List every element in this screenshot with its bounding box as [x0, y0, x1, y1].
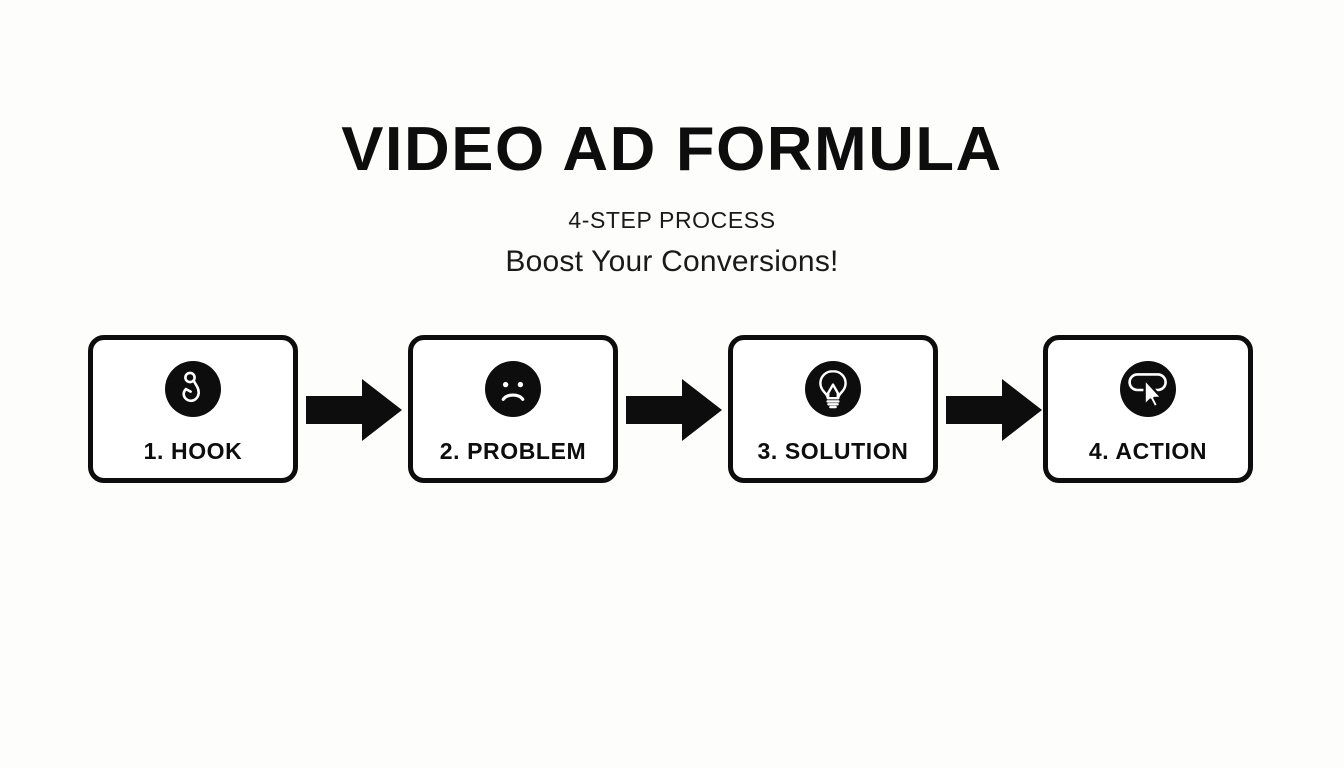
arrow-right-icon [626, 377, 722, 443]
header: VIDEO AD FORMULA 4-STEP PROCESS Boost Yo… [0, 118, 1344, 279]
arrow-right-icon [946, 377, 1042, 443]
step-label: 3. SOLUTION [757, 438, 909, 464]
cursor-click-button-icon [1120, 361, 1176, 417]
lightbulb-icon [805, 361, 861, 417]
page-title: VIDEO AD FORMULA [341, 115, 1003, 184]
arrow-right-icon [306, 377, 402, 443]
step-card-problem[interactable]: 2. PROBLEM [408, 335, 618, 483]
step-label: 1. HOOK [143, 438, 243, 464]
sad-face-icon [485, 361, 541, 417]
step-label: 2. PROBLEM [439, 438, 587, 464]
subtitle: 4-STEP PROCESS [568, 207, 776, 234]
step-card-hook[interactable]: 1. HOOK [88, 335, 298, 483]
step-label: 4. ACTION [1088, 438, 1208, 464]
step-card-action[interactable]: 4. ACTION [1043, 335, 1253, 483]
tagline: Boost Your Conversions! [505, 245, 839, 279]
step-card-solution[interactable]: 3. SOLUTION [728, 335, 938, 483]
fish-hook-icon [165, 361, 221, 417]
steps-row: 1. HOOK 2. PROBLEM [88, 335, 1266, 493]
